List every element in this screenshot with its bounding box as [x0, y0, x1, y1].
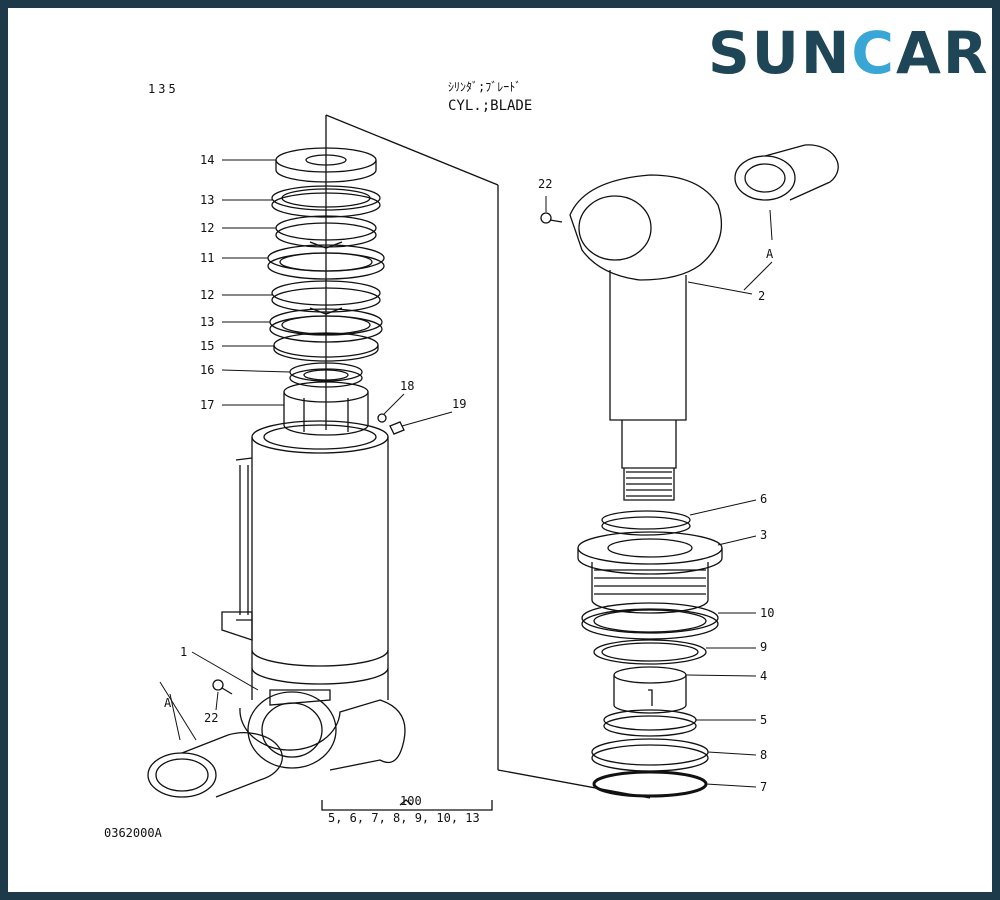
callout-A-right: A: [766, 247, 774, 261]
part-3-piston: [577, 531, 723, 614]
part-A-bushing-left: [147, 732, 283, 798]
part-22-grease-nipple-right: [540, 212, 563, 224]
part-13-backup-ring: [271, 185, 381, 218]
callout-22-right: 22: [538, 177, 552, 191]
part-A-bushing-right: [734, 144, 839, 201]
part-12-seal-lower: [271, 280, 381, 315]
part-8-backup-ring: [591, 738, 709, 772]
suncar-logo: SUNCAR: [708, 18, 990, 88]
logo-c-icon: C: [851, 19, 896, 87]
part-22-grease-nipple-left: [212, 679, 233, 695]
callout-9: 9: [760, 640, 767, 654]
callout-12: 12: [200, 221, 214, 235]
title-english: CYL.;BLADE: [448, 98, 533, 114]
callout-15: 15: [200, 339, 214, 353]
callout-14: 14: [200, 153, 214, 167]
part-7-o-ring: [592, 770, 708, 798]
part-9-seal: [593, 639, 707, 665]
part-18-screw: [377, 413, 387, 423]
logo-text-ar: AR: [896, 19, 990, 87]
part-5-ring: [603, 709, 697, 737]
exploded-view-drawing: 14 13 12 11 12 13 15 16 17 18 19 1 A 22 …: [147, 114, 839, 811]
diagram-sheet: SUNCAR 135 ｼﾘﾝﾀﾞ;ﾌﾞﾚｰﾄﾞ CYL.;BLADE 03620…: [8, 8, 992, 892]
callout-5: 5: [760, 713, 767, 727]
callout-8: 8: [760, 748, 767, 762]
reference-code: 0362000A: [104, 826, 162, 840]
callout-1: 1: [180, 645, 187, 659]
callout-18: 18: [400, 379, 414, 393]
callout-2: 2: [758, 289, 765, 303]
callout-12b: 12: [200, 288, 214, 302]
callout-19: 19: [452, 397, 466, 411]
seal-kit-parts: 5, 6, 7, 8, 9, 10, 13: [328, 811, 480, 825]
callout-A-left: A: [164, 696, 172, 710]
callout-3: 3: [760, 528, 767, 542]
callout-labels: 14 13 12 11 12 13 15 16 17 18 19 1 A 22 …: [164, 153, 774, 794]
callout-11: 11: [200, 251, 214, 265]
part-19-setscrew: [389, 421, 405, 435]
callout-13: 13: [200, 193, 214, 207]
callout-4: 4: [760, 669, 767, 683]
callout-17: 17: [200, 398, 214, 412]
callout-13b: 13: [200, 315, 214, 329]
callout-7: 7: [760, 780, 767, 794]
part-1-cylinder-tube: [221, 420, 406, 771]
title-japanese: ｼﾘﾝﾀﾞ;ﾌﾞﾚｰﾄﾞ: [448, 80, 522, 94]
callout-16: 16: [200, 363, 214, 377]
callout-6: 6: [760, 492, 767, 506]
callout-22-left: 22: [204, 711, 218, 725]
seal-kit-number: 100: [400, 794, 422, 808]
page-number: 135: [148, 82, 179, 96]
callout-10: 10: [760, 606, 774, 620]
explode-axis-lines: [321, 114, 651, 811]
part-10-wear-ring: [581, 602, 719, 640]
leader-lines: [159, 159, 773, 788]
logo-text-sun: SUN: [708, 19, 852, 87]
part-6-ring: [601, 510, 691, 536]
part-2-piston-rod: [569, 174, 722, 501]
part-4-slide-ring: [613, 666, 687, 714]
part-15-plate: [273, 332, 379, 362]
